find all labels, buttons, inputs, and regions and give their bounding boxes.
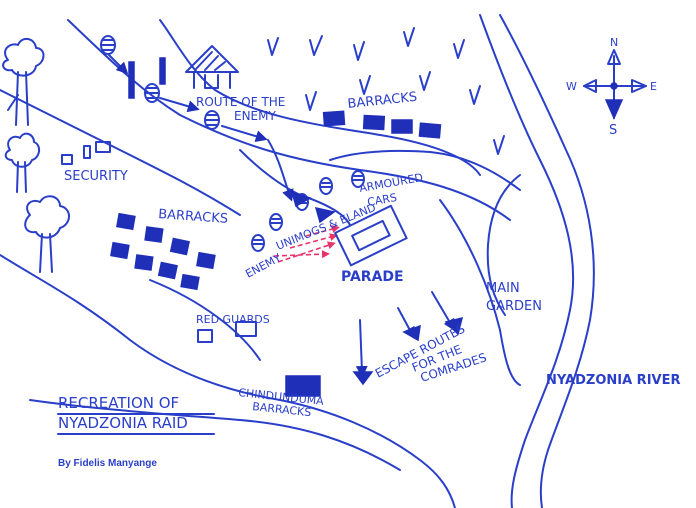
security-huts (61, 141, 111, 165)
tree-icon (4, 132, 40, 193)
enemy-attack-cluster (251, 170, 365, 252)
gate-icon (128, 57, 166, 99)
enemy-marker-icon (100, 35, 129, 75)
escape-routes (352, 291, 464, 386)
enemy-label: ENEMY (243, 251, 283, 281)
chindunduma-block (285, 375, 321, 397)
route-label-line1: ROUTE OF THE (196, 95, 285, 109)
river-label: NYADZONIA RIVER (546, 373, 680, 388)
tree-icon (24, 195, 70, 273)
tree-icon (2, 37, 45, 126)
main-garden-label-line2: GARDEN (486, 299, 542, 314)
hut-icon (185, 45, 239, 89)
barracks-left-blocks (110, 212, 216, 291)
red-guards-huts (197, 321, 257, 343)
enemy-marker-icon (144, 83, 200, 113)
grass-icon (267, 27, 505, 155)
nyadzonia-river (479, 14, 595, 508)
parade-label: PARADE (341, 269, 404, 285)
compass-west: W (566, 80, 577, 93)
compass-north: N (610, 36, 618, 49)
chindunduma-label-line2: BARRACKS (252, 400, 312, 419)
red-guards-label: RED GUARDS (196, 313, 270, 326)
security-label: SECURITY (64, 169, 128, 184)
armoured-label-line2: CARS (366, 191, 398, 209)
enemy-marker-icon (319, 177, 333, 195)
barracks-left-label: BARRACKS (158, 207, 229, 227)
enemy-marker-icon (269, 213, 283, 231)
enemy-route (100, 35, 294, 202)
enemy-marker-icon (351, 170, 365, 188)
roads (0, 19, 521, 508)
enemy-marker-icon (204, 110, 268, 143)
parade-ground (334, 204, 408, 267)
title-line1: RECREATION OF (58, 394, 179, 412)
route-label-line2: ENEMY (234, 109, 276, 123)
compass-south: S (609, 123, 617, 138)
enemy-marker-icon (251, 234, 265, 252)
compass-east: E (650, 80, 657, 93)
title-line2: NYADZONIA RAID (58, 414, 188, 432)
credit-text: By Fidelis Manyange (58, 458, 157, 469)
compass-rose (583, 49, 647, 120)
main-garden-label-line1: MAIN (486, 281, 520, 296)
unimogs-label: UNIMOGS & ELAND (274, 201, 377, 253)
barracks-top-blocks (322, 110, 442, 139)
barracks-top-label: BARRACKS (347, 90, 418, 112)
enemy-fire-lines (273, 225, 340, 263)
